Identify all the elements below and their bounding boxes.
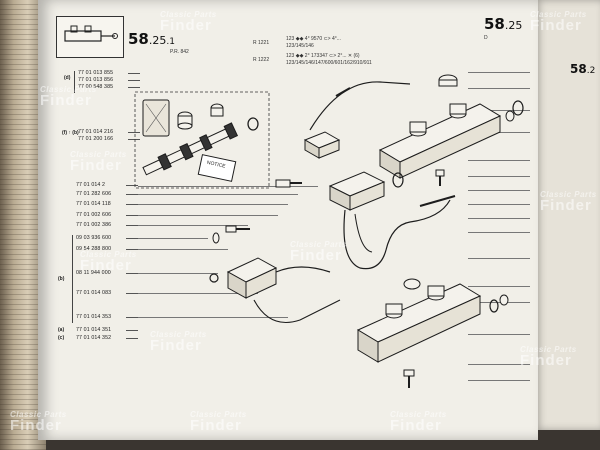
pressure-compensator	[328, 171, 404, 211]
part-number: 08 11 944 000	[76, 270, 138, 276]
tag-c: (c)	[58, 335, 65, 341]
repair-kit-box	[134, 91, 270, 189]
part-number: 77 01 014 352	[76, 335, 139, 341]
part-number: 77 01 200 166	[78, 136, 141, 142]
part-number: 77 01 014 351	[76, 327, 139, 333]
master-cylinder-lower	[356, 278, 509, 388]
part-number: 77 01 002 386	[76, 222, 139, 228]
master-cylinder-upper	[378, 74, 524, 179]
brake-pipe-lower	[253, 299, 341, 324]
part-number: 77 01 013 856	[78, 77, 141, 83]
part-number: 77 01 013 855	[78, 70, 141, 76]
seal-kit-bag	[142, 99, 170, 137]
tag-a: (a)	[58, 327, 65, 333]
brake-pipe-loop	[343, 199, 451, 270]
tag-d: (d)	[64, 75, 71, 81]
right-page	[535, 0, 600, 430]
reservoir-plug-lower	[403, 278, 421, 290]
part-number: 77 01 282 606	[76, 191, 139, 197]
master-cylinder-icon	[64, 25, 118, 42]
cap-part-2	[210, 103, 224, 117]
part-number: 77 00 548 385	[78, 84, 141, 90]
part-number: 77 01 014 2	[76, 182, 139, 188]
piston-assembly	[142, 122, 239, 176]
header-ref-code-2: R 1222	[253, 57, 270, 63]
short-pipe	[275, 266, 331, 273]
kit-notice-label: NOTICE	[206, 160, 226, 170]
part-number: 77 01 014 216	[78, 129, 141, 135]
component-thumbnail	[56, 16, 124, 58]
o-ring	[247, 117, 259, 131]
part-number: 77 01 014 353	[76, 314, 139, 320]
distribution-union	[303, 131, 341, 159]
instruction-note	[197, 154, 237, 182]
header-ref-code-1: R 1221	[253, 40, 270, 46]
cap-part	[177, 111, 193, 130]
header-ref-line-2b: 123/145/146/147/600/601/162/910/911	[286, 60, 372, 66]
page-reference: P.R. 842	[170, 49, 189, 55]
tag-f-b: (f) ↑ (b)	[62, 130, 79, 136]
catalog-page: 58.25.1 P.R. 842 58.25 D R 1221 123 ◆◆ 4…	[38, 0, 538, 440]
part-number: 77 01 002 606	[76, 212, 139, 218]
header-ref-line-1b: 123/145/146	[286, 43, 314, 49]
header-ref-line-2a: 123 ◆◆ 2° 173347 ⊂> 2°... ✕ (6)	[286, 53, 360, 59]
fitting-bolt-2	[225, 225, 250, 233]
lower-union-block	[209, 232, 278, 299]
part-number: 77 01 014 118	[76, 201, 138, 207]
far-right-section-number: 58.2	[570, 62, 596, 76]
banjo-bolt	[275, 179, 302, 188]
part-number: 09 03 936 600	[76, 235, 139, 241]
header-ref-line-1a: 123 ◆◆ 4° 9570 ⊂> 4°...	[286, 36, 341, 42]
section-number: 58.25.1	[128, 30, 175, 48]
part-number: 09 54 288 800	[76, 246, 139, 252]
part-number: 77 01 014 083	[76, 290, 139, 296]
right-page-ref: D	[484, 35, 488, 41]
right-section-number: 58.25	[484, 15, 523, 33]
tag-b: (b)	[58, 276, 65, 282]
brake-pipe-upper	[309, 81, 411, 131]
